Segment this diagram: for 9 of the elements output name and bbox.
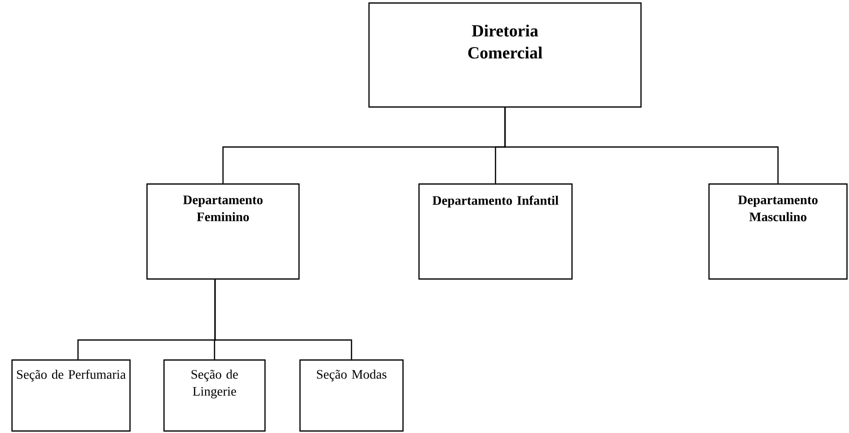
org-box: Departamento Feminino [146, 183, 300, 280]
org-box: Seção de Perfumaria [11, 359, 131, 432]
org-box: Seção de Lingerie [163, 359, 266, 432]
connector-line [504, 108, 779, 184]
org-box: Departamento Masculino [708, 183, 848, 280]
org-box: Departamento Infantil [418, 183, 573, 280]
org-box: Diretoria Comercial [368, 2, 642, 108]
connector-line [214, 280, 352, 360]
org-box: Seção Modas [299, 359, 404, 432]
